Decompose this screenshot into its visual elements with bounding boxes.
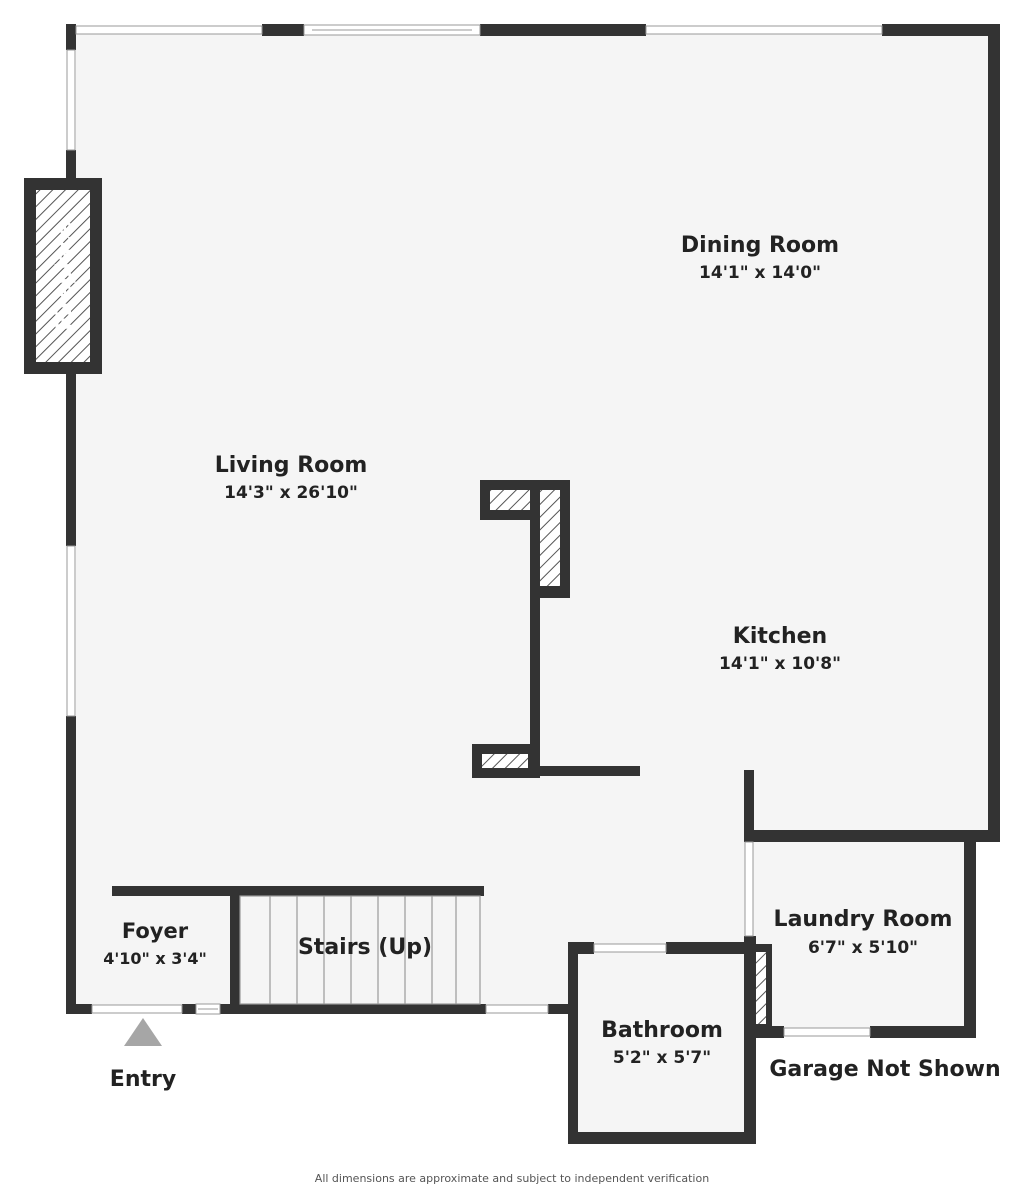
window-laundry-bottom bbox=[783, 1027, 871, 1037]
bathroom-floor bbox=[574, 948, 752, 1136]
bathroom-dims: 5'2" x 5'7" bbox=[613, 1048, 711, 1068]
laundry-floor bbox=[750, 840, 968, 1030]
wall-bottom-mid bbox=[182, 1004, 196, 1014]
kitchen-dims: 14'1" x 10'8" bbox=[719, 654, 841, 674]
window-left-2 bbox=[66, 545, 76, 717]
window-kitchen-laundry bbox=[744, 841, 754, 937]
dining-room-name: Dining Room bbox=[681, 233, 839, 258]
counter-spine bbox=[530, 590, 540, 770]
dining-room-dims: 14'1" x 14'0" bbox=[699, 263, 821, 283]
stairs-name: Stairs (Up) bbox=[298, 935, 432, 960]
wall-bottom-left bbox=[66, 1004, 92, 1014]
laundry-room-dims: 6'7" x 5'10" bbox=[808, 938, 918, 958]
fireplace-hatch bbox=[36, 190, 90, 362]
wall-bath-top-right bbox=[666, 942, 756, 954]
entry-arrow-icon bbox=[124, 1018, 162, 1046]
room-labels: Dining Room 14'1" x 14'0" Living Room 14… bbox=[52, 221, 1001, 1092]
fireplace-label: Fireplace bbox=[52, 221, 76, 330]
wall-bottom-right bbox=[548, 1004, 578, 1014]
counter-bottom-hatch bbox=[482, 754, 528, 768]
foyer-name: Foyer bbox=[122, 919, 189, 943]
wall-top-right bbox=[882, 24, 1000, 36]
wall-bath-left bbox=[568, 942, 578, 1144]
windows bbox=[66, 24, 883, 1037]
window-top-3 bbox=[645, 25, 883, 35]
window-bottom-3 bbox=[485, 1004, 549, 1014]
window-top-1 bbox=[75, 25, 263, 35]
foyer-dims: 4'10" x 3'4" bbox=[103, 949, 207, 968]
wall-kitchen-stub bbox=[744, 770, 754, 840]
wall-foyer-top bbox=[112, 886, 484, 896]
laundry-room-name: Laundry Room bbox=[774, 907, 953, 932]
living-room-name: Living Room bbox=[215, 453, 368, 478]
bathroom-name: Bathroom bbox=[601, 1018, 723, 1043]
wall-left-top bbox=[66, 24, 76, 50]
window-bath-top bbox=[593, 943, 667, 953]
wall-top-mid bbox=[480, 24, 646, 36]
garage-label: Garage Not Shown bbox=[769, 1057, 1000, 1082]
window-bottom-1 bbox=[91, 1004, 183, 1014]
wall-bath-top-left bbox=[568, 942, 594, 954]
wall-bath-bottom bbox=[568, 1132, 756, 1144]
stairs-outline bbox=[239, 895, 481, 1005]
wall-left-lower bbox=[66, 716, 76, 1014]
dimensions-disclaimer: All dimensions are approximate and subje… bbox=[314, 1172, 710, 1185]
wall-laundry-right bbox=[964, 838, 976, 1038]
wall-laundry-bottom-right bbox=[870, 1026, 976, 1038]
entry-label: Entry bbox=[110, 1067, 176, 1092]
wall-top-mid-left bbox=[262, 24, 304, 36]
counter-side-hatch bbox=[540, 490, 560, 586]
counter-top-hatch bbox=[490, 490, 530, 510]
laundry-closet-hatch bbox=[756, 952, 766, 1024]
wall-foyer-divider bbox=[230, 886, 240, 1014]
wall-left-mid bbox=[66, 370, 76, 546]
window-left-1 bbox=[66, 49, 76, 151]
wall-kitchen-bottom bbox=[744, 830, 1000, 842]
living-room-dims: 14'3" x 26'10" bbox=[224, 483, 358, 503]
wall-right bbox=[988, 24, 1000, 842]
counter-bottom-arm bbox=[530, 766, 640, 776]
wall-left-upper bbox=[66, 150, 76, 182]
stairs bbox=[239, 895, 481, 1005]
kitchen-name: Kitchen bbox=[733, 624, 827, 649]
walls bbox=[24, 24, 1000, 1144]
hatched-areas bbox=[36, 190, 766, 1024]
wall-bottom-stairs bbox=[220, 1004, 486, 1014]
